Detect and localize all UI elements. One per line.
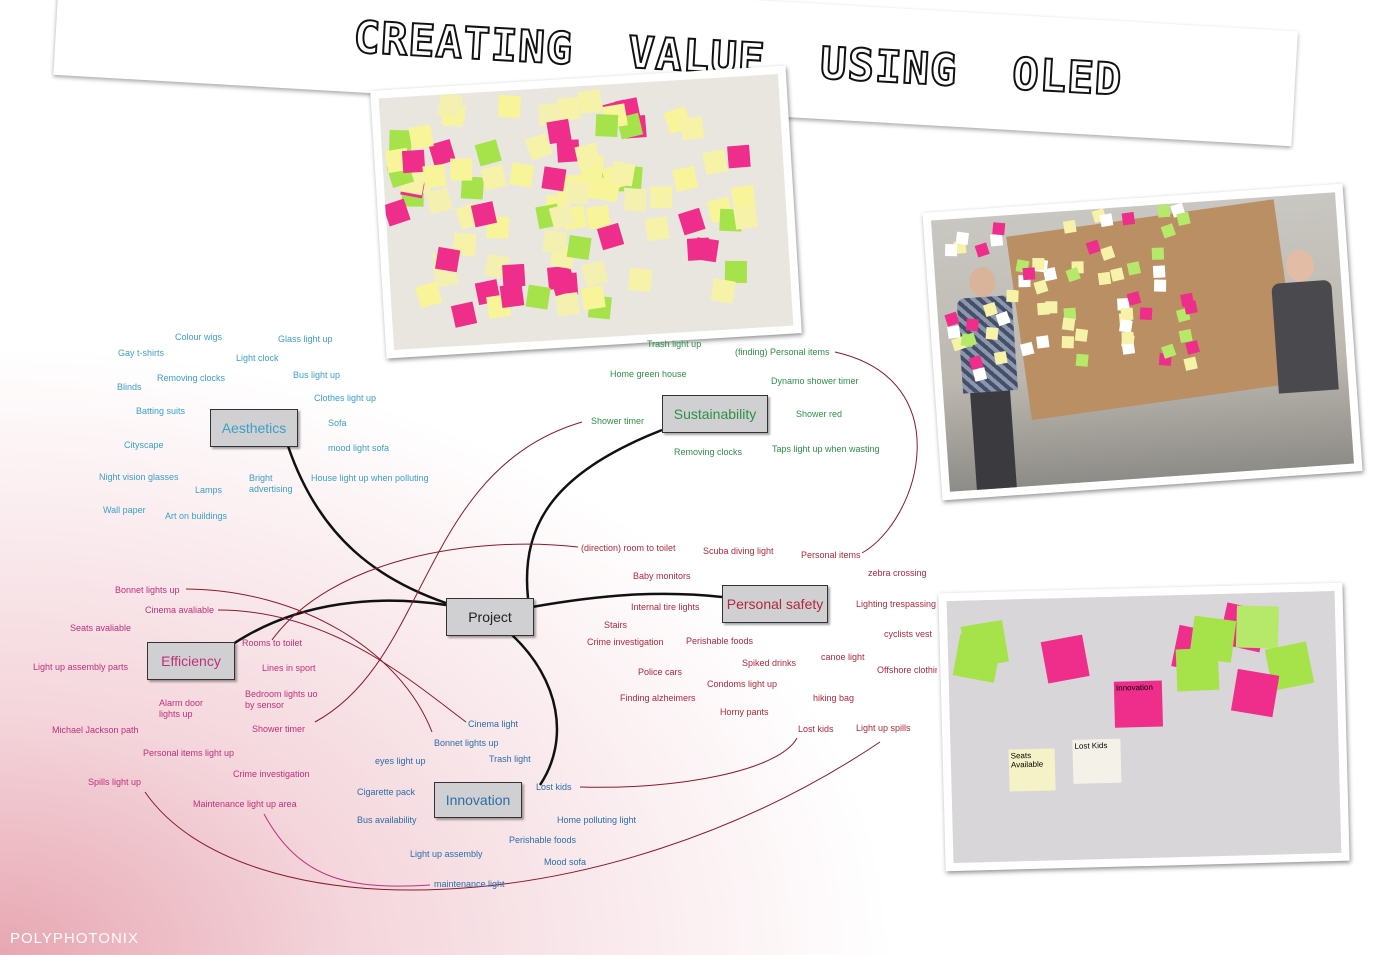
safety-item: Crime investigation <box>587 637 664 647</box>
efficiency-item: Light up assembly parts <box>33 662 129 672</box>
node-innovation: Innovation <box>434 782 522 818</box>
link-cinema <box>217 609 467 723</box>
safety-item: hiking bag <box>813 693 855 703</box>
safety-item: canoe light <box>821 652 865 662</box>
aesthetics-item: Night vision glasses <box>99 472 179 482</box>
aesthetics-item: Cityscape <box>124 440 164 450</box>
safety-item: zebra crossing <box>868 568 927 578</box>
aesthetics-item: Glass light up <box>278 334 333 344</box>
branch-efficiency <box>232 599 447 646</box>
innovation-item: eyes light up <box>375 756 426 766</box>
link-room-toilet <box>271 543 579 641</box>
safety-item: Condoms light up <box>707 679 778 689</box>
innovation-item: Cigarette pack <box>357 787 416 797</box>
efficiency-item: Bedroom lights uo by sensor <box>245 689 318 710</box>
safety-item: Spiked drinks <box>742 658 797 668</box>
efficiency-item: Shower timer <box>252 724 306 734</box>
aesthetics-item: Sofa <box>328 418 347 428</box>
aesthetics-item: Light clock <box>236 353 279 363</box>
aesthetics-item: Bright advertising <box>249 473 293 494</box>
efficiency-item: Lines in sport <box>262 663 316 673</box>
branch-personal-safety <box>531 592 723 609</box>
sustainability-item: Removing clocks <box>674 447 743 457</box>
innovation-item: Cinema light <box>468 719 519 729</box>
aesthetics-item: Removing clocks <box>157 373 226 383</box>
safety-item: Personal items <box>801 550 861 560</box>
aesthetics-item: mood light sofa <box>328 443 390 453</box>
safety-item: Lighting trespassing <box>856 599 937 609</box>
safety-item: Perishable foods <box>686 636 754 646</box>
efficiency-item: Spills light up <box>88 777 142 787</box>
safety-item: cyclists vest <box>884 629 933 639</box>
efficiency-item: Cinema avaliable <box>145 605 215 615</box>
sustainability-item: Shower red <box>796 409 843 419</box>
efficiency-item: Alarm door lights up <box>159 698 204 719</box>
sustainability-item: Home green house <box>610 369 687 379</box>
branch-aesthetics <box>286 445 447 605</box>
link-lost-kids <box>579 737 798 788</box>
efficiency-item: Rooms to toilet <box>242 638 303 648</box>
innovation-item: Trash light <box>489 754 531 764</box>
innovation-item: Mood sofa <box>544 857 587 867</box>
branch-innovation <box>511 634 559 786</box>
sustainability-item: Dynamo shower timer <box>771 376 859 386</box>
node-personal-safety: Personal safety <box>722 585 828 623</box>
sustainability-item: (finding) Personal items <box>735 347 830 357</box>
aesthetics-item: Batting suits <box>136 406 186 416</box>
safety-item: Offshore clothing <box>877 665 937 675</box>
safety-item: Horny pants <box>720 707 769 717</box>
aesthetics-item: Wall paper <box>103 505 146 515</box>
safety-item: Baby monitors <box>633 571 691 581</box>
sustainability-item: Trash light up <box>647 339 702 349</box>
efficiency-item: Personal items light up <box>143 748 235 758</box>
efficiency-item: Crime investigation <box>233 769 310 779</box>
aesthetics-item: Clothes light up <box>314 393 377 403</box>
aesthetics-item: Lamps <box>195 485 223 495</box>
innovation-item: Bus availability <box>357 815 417 825</box>
node-aesthetics: Aesthetics <box>210 409 298 447</box>
brand-logo: POLYPHOTONIX <box>10 930 139 947</box>
aesthetics-item: Art on buildings <box>165 511 228 521</box>
efficiency-item: Seats avaliable <box>70 623 132 633</box>
innovation-item: Home polluting light <box>557 815 637 825</box>
safety-item: Scuba diving light <box>703 546 774 556</box>
safety-item: Internal tire lights <box>631 602 700 612</box>
safety-item: Police cars <box>638 667 683 677</box>
innovation-item: maintenance light <box>434 879 505 889</box>
safety-item: (direction) room to toilet <box>581 543 676 553</box>
aesthetics-item: Bus light up <box>293 370 341 380</box>
safety-item: Stairs <box>604 620 628 630</box>
branch-sustainability <box>525 428 663 599</box>
efficiency-item: Bonnet lights up <box>115 585 180 595</box>
node-project: Project <box>446 598 534 636</box>
innovation-item: Light up assembly <box>410 849 483 859</box>
link-shower-timer <box>314 421 583 723</box>
link-spills <box>144 741 881 891</box>
efficiency-item: Michael Jackson path <box>52 725 139 735</box>
aesthetics-item: Colour wigs <box>175 332 223 342</box>
safety-item: Finding alzheimers <box>620 693 696 703</box>
innovation-item: Lost kids <box>536 782 572 792</box>
link-personal-items <box>834 351 918 554</box>
node-sustainability: Sustainability <box>662 395 768 433</box>
link-bonnet <box>185 588 433 733</box>
efficiency-item: Maintenance light up area <box>193 799 297 809</box>
innovation-item: Perishable foods <box>509 835 577 845</box>
aesthetics-item: House light up when polluting <box>311 473 429 483</box>
node-efficiency: Efficiency <box>147 642 235 680</box>
sustainability-item: Taps light up when wasting <box>772 444 880 454</box>
link-maintenance <box>263 813 431 887</box>
aesthetics-item: Gay t-shirts <box>118 348 165 358</box>
sustainability-item: Shower timer <box>591 416 645 426</box>
aesthetics-item: Blinds <box>117 382 142 392</box>
innovation-item: Bonnet lights up <box>434 738 499 748</box>
safety-item: Light up spills <box>856 723 911 733</box>
safety-item: Lost kids <box>798 724 834 734</box>
